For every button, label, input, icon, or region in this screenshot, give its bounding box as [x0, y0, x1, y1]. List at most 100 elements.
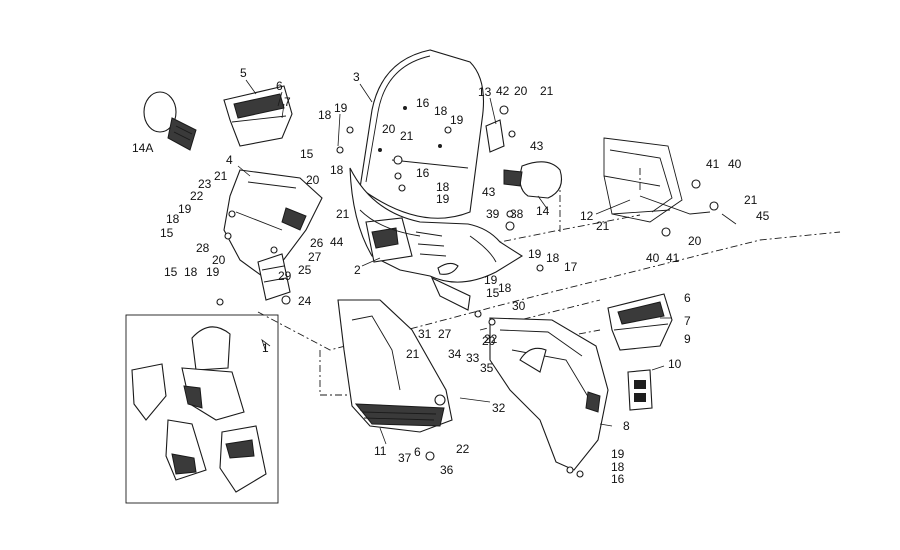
callout-label: 41: [706, 157, 720, 171]
callout-label: 20: [382, 122, 396, 136]
callout-label: 19: [528, 247, 542, 261]
callout-label: 30: [512, 299, 526, 313]
lower-inner-fairing: [337, 299, 453, 433]
callout-label: 7: [284, 95, 291, 109]
callout-label: 18: [184, 265, 198, 279]
callout-label: 20: [212, 253, 226, 267]
callout-label: 6: [276, 79, 283, 93]
callout-label: 19: [206, 265, 220, 279]
callout-label: 37: [398, 451, 412, 465]
callout-label: 21: [400, 129, 414, 143]
callout-label: 39: [486, 207, 500, 221]
callout-label: 10: [668, 357, 682, 371]
callout-label: 9: [684, 332, 691, 346]
callout-label: 36: [440, 463, 454, 477]
callout-label: 21: [336, 207, 350, 221]
upper-fairing-front: [349, 167, 524, 311]
callout-label: 20: [482, 334, 496, 348]
callout-label: 14A: [132, 141, 153, 155]
callout-label: 19: [450, 113, 464, 127]
callout-label: 8: [623, 419, 630, 433]
storage-box-right: [607, 293, 673, 351]
storage-box-left: [223, 85, 293, 147]
callout-label: 22: [456, 442, 470, 456]
callout-label: 42: [496, 84, 510, 98]
callout-label: 15: [300, 147, 314, 161]
callout-label: 19: [484, 273, 498, 287]
callout-label: 11: [374, 444, 387, 458]
callout-label: 31: [418, 327, 432, 341]
leader-lines: [237, 79, 737, 445]
callout-label: 43: [482, 185, 496, 199]
callout-label: 33: [466, 351, 480, 365]
switch-panel: [627, 369, 653, 411]
callout-label: 18: [436, 180, 450, 194]
callout-label: 5: [240, 66, 247, 80]
callout-label: 3: [353, 70, 360, 84]
callout-label: 16: [611, 472, 625, 486]
callout-label: 21: [214, 169, 228, 183]
callout-label: 7: [684, 314, 691, 328]
callout-label: 16: [416, 96, 430, 110]
callout-label: 24: [298, 294, 312, 308]
callout-label: 18: [611, 460, 625, 474]
fasteners: [216, 105, 719, 478]
callout-label: 1: [262, 341, 269, 355]
callout-label: 19: [334, 101, 348, 115]
callout-label: 21: [744, 193, 758, 207]
callout-label: 28: [196, 241, 210, 255]
callout-label: 40: [728, 157, 742, 171]
callout-label: 22: [484, 332, 498, 346]
callout-label: 23: [198, 177, 212, 191]
callout-label: 32: [492, 401, 506, 415]
callout-label: 27: [308, 250, 322, 264]
callout-label: 13: [478, 85, 492, 99]
callout-label: 18: [330, 163, 344, 177]
callout-label: 18: [166, 212, 180, 226]
callout-label: 6: [684, 291, 691, 305]
callout-label: 43: [530, 139, 544, 153]
callout-label: 38: [510, 207, 524, 221]
windscreen: [359, 49, 485, 219]
callout-labels: 1 2 3 4 5 6 6 6 7 7 8 9 10 11 12 13 14 1…: [132, 66, 770, 486]
inset-variant-box: [125, 314, 279, 504]
callout-label: 18: [498, 281, 512, 295]
callout-label: 44: [330, 235, 344, 249]
callout-label: 25: [298, 263, 312, 277]
callout-label: 18: [318, 108, 332, 122]
callout-label: 21: [540, 84, 554, 98]
callout-label: 18: [434, 104, 448, 118]
side-fairing-left: [223, 169, 323, 301]
mirror-right: [485, 119, 563, 199]
callout-label: 17: [564, 260, 578, 274]
callout-label: 19: [611, 447, 625, 461]
callout-label: 18: [546, 251, 560, 265]
callout-label: 41: [666, 251, 680, 265]
callout-label: 12: [580, 209, 594, 223]
callout-label: 14: [536, 204, 550, 218]
callout-label: 2: [354, 263, 361, 277]
callout-label: 35: [480, 361, 494, 375]
callout-label: 21: [406, 347, 420, 361]
callout-label: 20: [514, 84, 528, 98]
callout-label: 40: [646, 251, 660, 265]
mirror-14a: [143, 91, 197, 151]
callout-label: 16: [416, 166, 430, 180]
fairing-frame-bracket: [603, 137, 711, 223]
callout-label: 15: [160, 226, 174, 240]
callout-label: 19: [178, 202, 192, 216]
callout-label: 15: [164, 265, 178, 279]
callout-label: 29: [278, 269, 292, 283]
callout-label: 22: [190, 189, 204, 203]
callout-label: 26: [310, 236, 324, 250]
callout-label: 21: [596, 219, 610, 233]
callout-label: 15: [486, 286, 500, 300]
callout-label: 4: [226, 153, 233, 167]
callout-label: 34: [448, 347, 462, 361]
callout-label: 20: [306, 173, 320, 187]
lower-fairing-right: [489, 317, 609, 471]
callout-label: 19: [436, 192, 450, 206]
callout-label: 45: [756, 209, 770, 223]
